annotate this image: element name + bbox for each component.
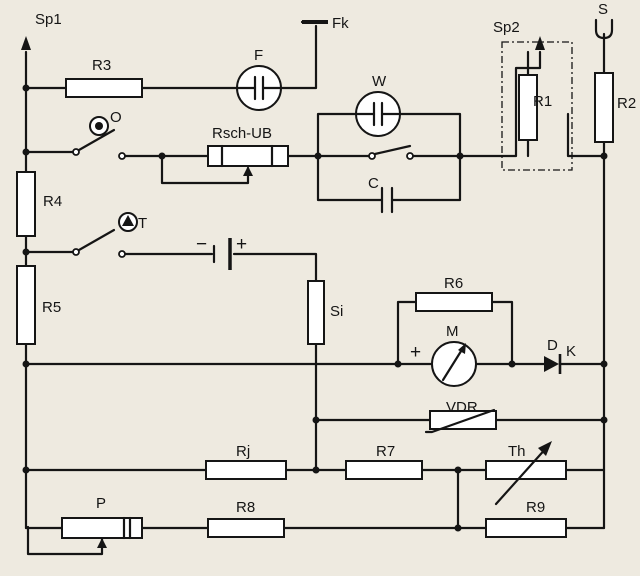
resistor-r1 [518,74,538,141]
switch-in-line [368,144,414,160]
lamp-f [235,65,283,111]
push-button-o-icon [89,116,109,136]
capacitor-c [380,186,394,214]
label-r2: R2 [617,95,636,112]
lamp-w [354,91,402,137]
resistor-r8 [207,518,285,538]
labels: Sp1 Fk Sp2 S R3 F W O Rsch-UB C R1 R2 R4… [35,1,636,516]
label-o: O [110,109,122,126]
label-r4: R4 [43,193,62,210]
label-r9: R9 [526,499,545,516]
potentiometer-p [61,516,143,548]
label-minus: − [196,234,207,255]
push-button-t-icon [118,212,138,232]
label-fk: Fk [332,15,349,32]
label-d: D [547,337,558,354]
junction-dots [22,84,608,532]
label-t: T [138,215,147,232]
label-r3: R3 [92,57,111,74]
resistor-r6 [415,292,493,312]
sp2-arrow-icon [535,36,545,50]
label-vdr: VDR [446,399,478,416]
resistor-r4 [16,171,36,237]
label-w: W [372,73,387,90]
vdr-varistor [424,408,497,434]
label-rj: Rj [236,443,250,460]
label-r8: R8 [236,499,255,516]
battery [212,238,232,270]
label-r6: R6 [444,275,463,292]
label-si: Si [330,303,343,320]
resistor-r2 [594,72,614,143]
label-k: K [566,343,576,360]
label-th: Th [508,443,526,460]
label-plus-meter: + [410,342,421,363]
switch-o [72,128,126,160]
label-m: M [446,323,459,340]
label-r5: R5 [42,299,61,316]
resistor-r7 [345,460,423,480]
label-sp2: Sp2 [493,19,520,36]
switch-t [72,228,126,258]
resistor-si [307,280,325,345]
label-p: P [96,495,106,512]
sp2-enclosure [501,41,573,171]
label-sp1: Sp1 [35,11,62,28]
label-c: C [368,175,379,192]
label-s: S [598,1,608,18]
label-plus-battery: + [236,234,247,255]
meter-m [431,341,477,387]
resistor-r5 [16,265,36,345]
resistor-r9 [485,518,567,538]
diode-d [544,354,562,374]
s-terminal-icon [594,18,614,40]
label-r7: R7 [376,443,395,460]
thermistor-arrow-icon [494,441,552,506]
label-f: F [254,47,263,64]
label-r1: R1 [533,93,552,110]
label-rsch-ub: Rsch-UB [212,125,272,142]
resistor-rj [205,460,287,480]
potentiometer-rsch-ub [207,144,289,176]
sp1-arrow-icon [21,36,31,50]
resistor-r3 [65,78,143,98]
